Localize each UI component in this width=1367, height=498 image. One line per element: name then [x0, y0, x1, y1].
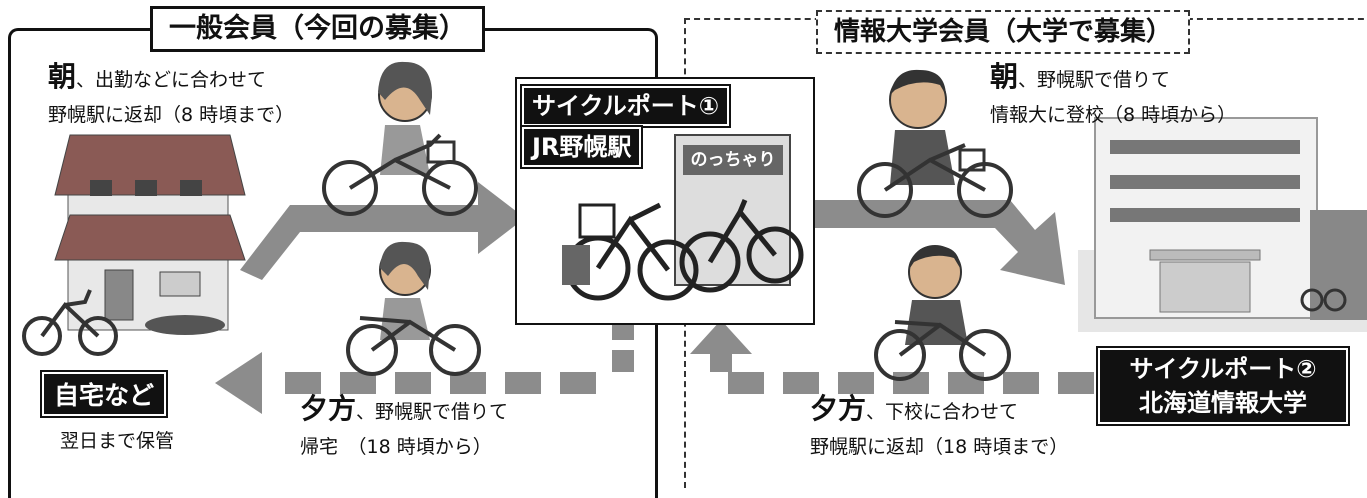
cyclist-woman-icon [322, 61, 478, 216]
right-morning-line1: 、野幌駅で借りて [1018, 69, 1171, 91]
basket-icon [578, 203, 616, 239]
cyclist-woman-icon [346, 241, 481, 376]
right-morning-line2: 情報大に登校（8 時頃から） [990, 104, 1237, 126]
right-evening-head: 夕方 [810, 392, 867, 425]
general-member-title: 一般会員（今回の募集） [150, 6, 485, 52]
university-building-icon [1078, 117, 1367, 332]
port2-line1: サイクルポート② [1129, 355, 1317, 383]
station-sign-text: のっちゃり [690, 150, 776, 170]
battery-icon [562, 245, 590, 285]
left-morning-head: 朝 [48, 60, 77, 93]
right-evening-text: 夕方、下校に合わせて [810, 394, 1018, 427]
port1-label: サイクルポート① [519, 84, 732, 128]
illustration-layer [22, 61, 1367, 414]
port2-line2: 北海道情報大学 [1139, 389, 1307, 417]
port1-label-line2: JR野幌駅 [519, 125, 644, 169]
cyclist-student-icon [857, 69, 1013, 218]
home-note: 翌日まで保管 [60, 430, 175, 452]
left-morning-line1: 、出勤などに合わせて [76, 69, 267, 91]
left-morning-line2: 野幌駅に返却（8 時頃まで） [48, 104, 295, 126]
house-icon [54, 134, 246, 335]
right-morning-text: 朝、野幌駅で借りて [990, 62, 1170, 95]
left-evening-line2: 帰宅 （18 時頃から） [300, 436, 492, 458]
right-morning-head: 朝 [990, 60, 1019, 93]
right-evening-line2: 野幌駅に返却（18 時頃まで） [810, 436, 1069, 458]
left-evening-head: 夕方 [300, 392, 357, 425]
home-label: 自宅など [39, 370, 169, 418]
port1-line2: JR野幌駅 [532, 133, 632, 161]
university-member-title: 情報大学会員（大学で募集） [816, 10, 1191, 54]
left-evening-line1: 、野幌駅で借りて [356, 401, 509, 423]
bicycle-icon [22, 289, 118, 356]
arrow-icon [240, 182, 1065, 285]
port1-line1: サイクルポート① [532, 92, 720, 120]
left-morning-text: 朝、出勤などに合わせて [48, 62, 266, 95]
cyclist-student-icon [874, 245, 1011, 381]
right-evening-line1: 、下校に合わせて [866, 401, 1019, 423]
port2-label: サイクルポート② 北海道情報大学 [1096, 346, 1350, 426]
left-evening-text: 夕方、野幌駅で借りて [300, 394, 508, 427]
